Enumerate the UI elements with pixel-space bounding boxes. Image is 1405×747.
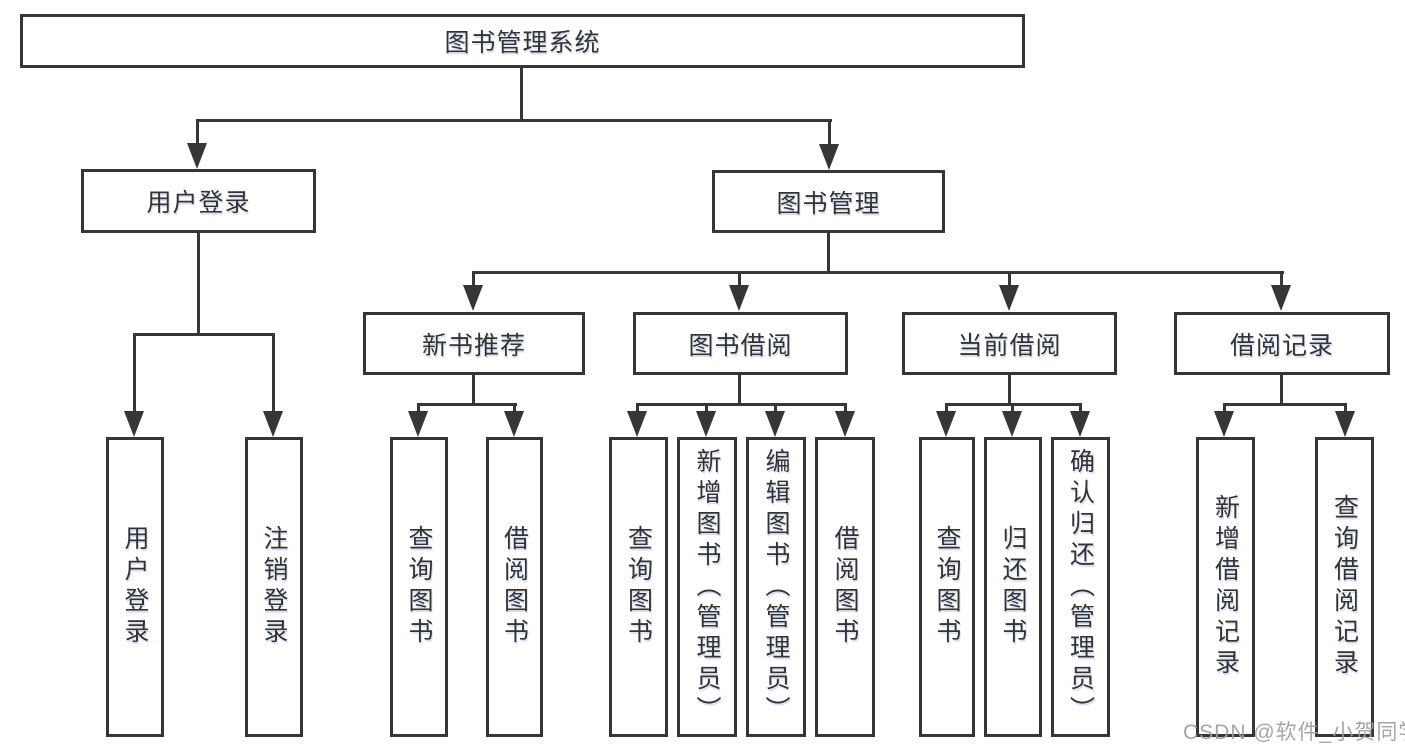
- leaf-cb-confirm-return-admin: 确认归还（管理员）: [1051, 437, 1110, 737]
- connector-userlogin-stem: [197, 233, 200, 336]
- leaf-logout-label: 注销登录: [260, 525, 288, 649]
- arrowhead-icon: [1070, 411, 1090, 437]
- leaf-cb-query-books-label: 查询图书: [933, 525, 961, 649]
- connector-bookmgmt-hbar: [472, 271, 1284, 274]
- arrowhead-icon: [1214, 411, 1234, 437]
- arrowhead-icon: [408, 411, 428, 437]
- leaf-nbr-borrow-books-label: 借阅图书: [500, 525, 529, 649]
- connector-arm-book-mgmt: [828, 119, 831, 147]
- connector-arm-ul-login: [133, 333, 136, 413]
- connector-arm-borrow-records: [1280, 271, 1283, 287]
- leaf-br-add-record: 新增借阅记录: [1196, 437, 1255, 737]
- leaf-bb-add-books-admin-label: 新增图书（管理员）: [693, 447, 721, 727]
- leaf-cb-confirm-return-admin-label: 确认归还（管理员）: [1066, 447, 1095, 727]
- arrowhead-icon: [819, 144, 839, 170]
- node-book-management: 图书管理: [712, 170, 945, 233]
- leaf-nbr-query-books: 查询图书: [390, 437, 448, 737]
- arrowhead-icon: [1335, 411, 1355, 437]
- leaf-bb-borrow-books: 借阅图书: [815, 437, 875, 737]
- connector-arm-nbr-borrow: [513, 403, 516, 413]
- connector-arm-br-query: [1344, 403, 1347, 413]
- connector-arm-new-book-rec: [472, 271, 475, 287]
- connector-root-stem: [520, 66, 523, 121]
- node-borrowing-records-label: 借阅记录: [1229, 331, 1334, 360]
- leaf-bb-edit-books-admin: 编辑图书（管理员）: [746, 437, 806, 737]
- leaf-cb-return-books: 归还图书: [984, 437, 1042, 737]
- arrowhead-icon: [263, 411, 283, 437]
- node-new-book-recommend: 新书推荐: [363, 312, 585, 375]
- node-user-login-label: 用户登录: [146, 189, 251, 217]
- arrowhead-icon: [696, 411, 716, 437]
- node-new-book-recommend-label: 新书推荐: [421, 331, 526, 360]
- connector-arm-bb-edit: [774, 403, 777, 413]
- leaf-cb-query-books: 查询图书: [919, 437, 975, 737]
- connector-br-stem: [1280, 375, 1283, 406]
- leaf-user-login: 用户登录: [106, 437, 164, 737]
- leaf-br-query-record-label: 查询借阅记录: [1330, 494, 1359, 680]
- arrowhead-icon: [463, 285, 483, 311]
- leaf-logout: 注销登录: [245, 437, 303, 737]
- node-book-borrowing: 图书借阅: [633, 312, 848, 375]
- arrowhead-icon: [1271, 285, 1291, 311]
- connector-bb-stem: [738, 375, 741, 406]
- leaf-bb-add-books-admin: 新增图书（管理员）: [677, 437, 737, 737]
- node-library-system-label: 图书管理系统: [444, 29, 601, 57]
- leaf-bb-borrow-books-label: 借阅图书: [831, 525, 859, 649]
- leaf-cb-return-books-label: 归还图书: [999, 525, 1027, 649]
- arrowhead-icon: [1002, 411, 1022, 437]
- connector-arm-nbr-query: [417, 403, 420, 413]
- arrowhead-icon: [835, 411, 855, 437]
- connector-arm-cb-confirm: [1079, 403, 1082, 413]
- connector-arm-book-borrow: [738, 271, 741, 287]
- leaf-bb-query-books-label: 查询图书: [624, 525, 653, 649]
- connector-nbr-stem: [472, 375, 475, 406]
- connector-arm-current-borrow: [1008, 271, 1011, 287]
- csdn-watermark: CSDN @软件_小贺同学: [1183, 721, 1405, 744]
- connector-nbr-hbar: [417, 403, 517, 406]
- connector-bb-hbar: [636, 403, 847, 406]
- leaf-bb-edit-books-admin-label: 编辑图书（管理员）: [762, 447, 790, 727]
- arrowhead-icon: [729, 285, 749, 311]
- connector-arm-br-add: [1223, 403, 1226, 413]
- connector-arm-cb-return: [1011, 403, 1014, 413]
- connector-arm-user-login: [196, 119, 199, 147]
- arrowhead-icon: [187, 143, 207, 169]
- connector-arm-bb-add: [705, 403, 708, 413]
- node-current-borrowing-label: 当前借阅: [957, 331, 1062, 360]
- arrowhead-icon: [124, 411, 144, 437]
- connector-br-hbar: [1223, 403, 1347, 406]
- connector-bookmgmt-stem: [827, 233, 830, 274]
- connector-arm-ul-logout: [272, 333, 275, 413]
- leaf-br-query-record: 查询借阅记录: [1315, 437, 1374, 737]
- arrowhead-icon: [504, 411, 524, 437]
- arrowhead-icon: [936, 411, 956, 437]
- leaf-br-add-record-label: 新增借阅记录: [1211, 494, 1240, 680]
- node-book-management-label: 图书管理: [776, 189, 881, 218]
- arrowhead-icon: [627, 411, 647, 437]
- leaf-nbr-query-books-label: 查询图书: [405, 525, 433, 649]
- node-user-login: 用户登录: [81, 169, 316, 233]
- node-borrowing-records: 借阅记录: [1174, 312, 1390, 375]
- arrowhead-icon: [765, 411, 785, 437]
- node-library-system: 图书管理系统: [20, 14, 1025, 68]
- arrowhead-icon: [999, 285, 1019, 311]
- node-current-borrowing: 当前借阅: [902, 312, 1117, 375]
- connector-userlogin-hbar: [133, 333, 275, 336]
- connector-cb-stem: [1008, 375, 1011, 406]
- node-book-borrowing-label: 图书借阅: [688, 331, 793, 360]
- connector-root-hbar: [196, 119, 832, 122]
- leaf-nbr-borrow-books: 借阅图书: [486, 437, 543, 737]
- connector-arm-bb-borrow: [844, 403, 847, 413]
- leaf-user-login-label: 用户登录: [121, 525, 149, 649]
- leaf-bb-query-books: 查询图书: [609, 437, 668, 737]
- connector-arm-cb-query: [945, 403, 948, 413]
- connector-arm-bb-query: [636, 403, 639, 413]
